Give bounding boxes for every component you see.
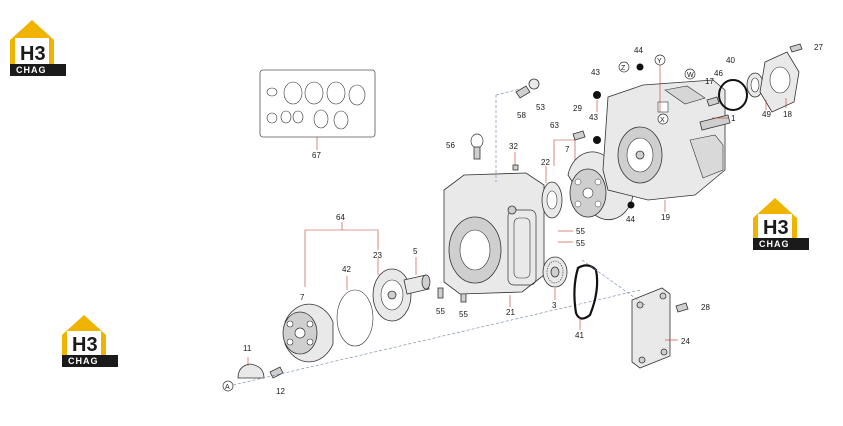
callout-67: 67: [312, 151, 321, 160]
callout-44-b: 44: [626, 215, 635, 224]
valve-plate-23: [372, 268, 412, 322]
callout-24: 24: [681, 337, 690, 346]
callout-44-a: 44: [634, 46, 643, 55]
plug-17-46: [706, 96, 720, 107]
callout-18: 18: [783, 110, 792, 119]
marker-z: [618, 61, 630, 73]
marker-x: [657, 113, 669, 125]
piston-shoe-11: [237, 357, 265, 379]
marker-x-label: X: [660, 117, 665, 124]
eye-bolt-56: [470, 133, 484, 160]
pin-55-a: [437, 287, 444, 299]
snap-ring-40: [718, 79, 748, 111]
brand-logo-top-left: H3 CHAG: [10, 20, 66, 76]
callout-64: 64: [336, 213, 345, 222]
callout-55-d: 55: [576, 239, 585, 248]
callout-58: 58: [517, 111, 526, 120]
plug-43-a: [593, 91, 601, 99]
callout-42: 42: [342, 265, 351, 274]
callout-28: 28: [701, 303, 710, 312]
callout-46: 46: [714, 69, 723, 78]
callout-63: 63: [550, 121, 559, 130]
seal-kit-67: [259, 69, 376, 150]
callout-55-c: 55: [576, 227, 585, 236]
marker-a: [222, 380, 234, 392]
screw-29: [572, 130, 586, 141]
callout-7-upper: 7: [565, 145, 570, 154]
cylinder-block-7-upper: [567, 151, 634, 220]
swash-plate-22: [541, 181, 563, 219]
callout-23: 23: [373, 251, 382, 260]
o-ring-41: [573, 264, 599, 320]
brand-logo-bottom-left: H3 CHAG: [62, 315, 118, 367]
screw-32: [512, 152, 519, 171]
gasket-42: [336, 289, 374, 347]
callout-55-a: 55: [436, 307, 445, 316]
nut-53: [528, 78, 540, 90]
marker-w-label: W: [687, 72, 694, 79]
cylinder-block-7-lower: [282, 303, 334, 363]
callout-labels: 1 3 5 7 7 11 12 17 18 19 21 22 23 24 27 …: [225, 43, 823, 396]
callout-27: 27: [814, 43, 823, 52]
callout-19: 19: [661, 213, 670, 222]
pin-12: [269, 366, 284, 379]
marker-z-label: Z: [621, 65, 626, 72]
bolt-27: [789, 43, 803, 53]
callout-43-a: 43: [591, 68, 600, 77]
callout-32: 32: [509, 142, 518, 151]
callout-56: 56: [446, 141, 455, 150]
brand-logo-word: CHAG: [16, 65, 47, 75]
plug-44-b: [627, 201, 635, 209]
housing-21: [443, 172, 545, 295]
brand-logo-word: CHAG: [759, 239, 790, 249]
seal-49: [746, 72, 764, 98]
cover-24: [631, 287, 671, 369]
callout-41: 41: [575, 331, 584, 340]
marker-a-label: A: [225, 384, 230, 391]
plug-58: [515, 85, 531, 99]
bracket-64: [304, 222, 379, 287]
housing-19: [602, 79, 726, 201]
plug-44-a: [636, 63, 644, 71]
callout-5: 5: [413, 247, 418, 256]
callout-1: 1: [731, 114, 736, 123]
callout-7-lower: 7: [300, 293, 305, 302]
bolt-28: [675, 302, 689, 313]
brand-logo-word: CHAG: [68, 356, 99, 366]
callout-22: 22: [541, 158, 550, 167]
callout-11: 11: [243, 344, 252, 353]
callout-29: 29: [573, 104, 582, 113]
callout-17: 17: [705, 77, 714, 86]
callout-40: 40: [726, 56, 735, 65]
brand-logo-letters: H3: [20, 43, 46, 65]
callout-3: 3: [552, 301, 557, 310]
callout-12: 12: [276, 387, 285, 396]
brand-logo-right: H3 CHAG: [753, 198, 809, 250]
callout-43-b: 43: [589, 113, 598, 122]
shaft-1: [699, 114, 731, 131]
plug-43-b: [593, 136, 601, 144]
callout-21: 21: [506, 308, 515, 317]
gear-3: [542, 256, 568, 288]
callout-49: 49: [762, 110, 771, 119]
flange-18: [759, 51, 800, 113]
callout-55-b: 55: [459, 310, 468, 319]
marker-w: [684, 68, 696, 80]
callout-53: 53: [536, 103, 545, 112]
marker-y-label: Y: [657, 58, 662, 65]
brand-logo-letters: H3: [72, 334, 98, 356]
brand-logo-letters: H3: [763, 217, 789, 239]
bearing-5: [403, 274, 431, 295]
